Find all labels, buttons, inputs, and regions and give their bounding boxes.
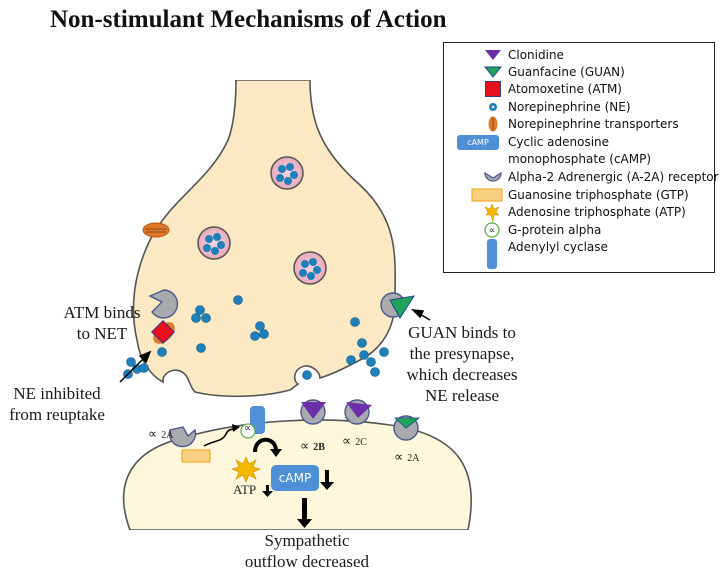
legend: Clonidine Guanfacine (GUAN) Atomoxetine … [443,42,719,273]
camp-box-icon: cAMP [457,135,499,150]
vesicle [293,251,327,285]
legend-label: Adenosine triphosphate (ATP) [508,205,686,219]
clonidine-receptor-2c-icon [344,399,372,425]
vesicle [270,156,304,190]
norepinephrine-dot-icon [489,103,497,111]
receptor-label-2c: ∝2C [342,433,367,448]
gtp-rect-icon [471,188,503,202]
alpha2-receptor-icon [148,289,179,319]
camp-label: cAMP [278,471,312,485]
guan-annotation-line: which decreases [406,365,518,384]
decrease-arrows [262,470,334,528]
guan-annotation: GUAN binds to the presynapse, which decr… [392,322,532,406]
legend-label: G-protein alpha [508,223,602,237]
legend-label: Adenylyl cyclase [508,240,608,254]
legend-label: Guanosine triphosphate (GTP) [508,188,689,202]
legend-label: Alpha-2 Adrenergic (A-2A) receptor [508,170,719,184]
ne-inhibited-annotation: NE inhibited from reuptake [2,383,112,425]
clonidine-triangle-icon [485,50,501,60]
norepinephrine-transporter-icon [142,222,170,238]
guan-annotation-line: the presynapse, [409,344,515,363]
guanfacine-receptor-2a-icon [393,415,421,441]
guanfacine-triangle-icon [484,66,502,78]
atm-annotation-line: ATM binds [63,303,141,322]
legend-label: Norepinephrine transporters [508,117,679,131]
camp-box: cAMP [271,465,319,491]
guan-annotation-line: NE release [424,386,500,405]
outflow-annotation: Sympathetic outflow decreased [232,530,382,572]
ne-inhibited-line: from reuptake [9,405,105,424]
receptor-label-2a-right: ∝2A [394,449,420,464]
atomoxetine-square-icon [485,81,501,97]
g-protein-alpha-icon: ∝ [484,222,500,238]
norepinephrine-molecules [123,295,389,380]
legend-label: Guanfacine (GUAN) [508,65,625,79]
vesicle [197,226,231,260]
atp-label: ATP [233,482,257,497]
diagram-title: Non-stimulant Mechanisms of Action [50,6,447,33]
ne-inhibited-line: NE inhibited [13,384,101,403]
clonidine-receptor-2b-icon [300,399,326,425]
alpha2a-receptor-empty-icon [168,426,197,448]
camp-icon-text: cAMP [467,137,489,147]
guanfacine-presynaptic-receptor-icon [380,292,416,319]
gtp-icon [181,449,211,463]
outflow-annotation-line: outflow decreased [244,552,370,571]
atm-annotation: ATM binds to NET [52,302,152,344]
legend-label: Atomoxetine (ATM) [508,82,622,96]
atp-to-camp-arrow [253,437,278,453]
receptor-pacman-icon [484,171,502,182]
outflow-annotation-line: Sympathetic [264,531,350,550]
legend-label: Clonidine [508,48,564,62]
g-alpha-symbol: ∝ [244,423,252,434]
guan-annotation-line: GUAN binds to [408,323,516,342]
legend-label: Norepinephrine (NE) [508,100,631,114]
adenylyl-cyclase-icon [487,239,497,269]
atp-burst-icon [484,203,500,223]
atm-annotation-line: to NET [76,324,128,343]
arrowhead [232,424,240,432]
presynaptic-neuron [132,79,396,398]
legend-label: Cyclic adenosine [508,135,610,149]
atomoxetine-on-transporter-icon [150,319,176,345]
legend-label: monophosphate (cAMP) [508,152,652,166]
atp-burst-icon [231,456,261,483]
receptor-label-2a-left: ∝2A [148,426,174,441]
g-protein-alpha-icon [240,423,256,439]
arrowhead [270,449,282,457]
transporter-oval-icon [488,116,498,132]
svg-text:∝: ∝ [489,226,495,236]
receptor-label-2b: ∝2B [300,438,325,453]
pointer-arrows [119,309,431,383]
